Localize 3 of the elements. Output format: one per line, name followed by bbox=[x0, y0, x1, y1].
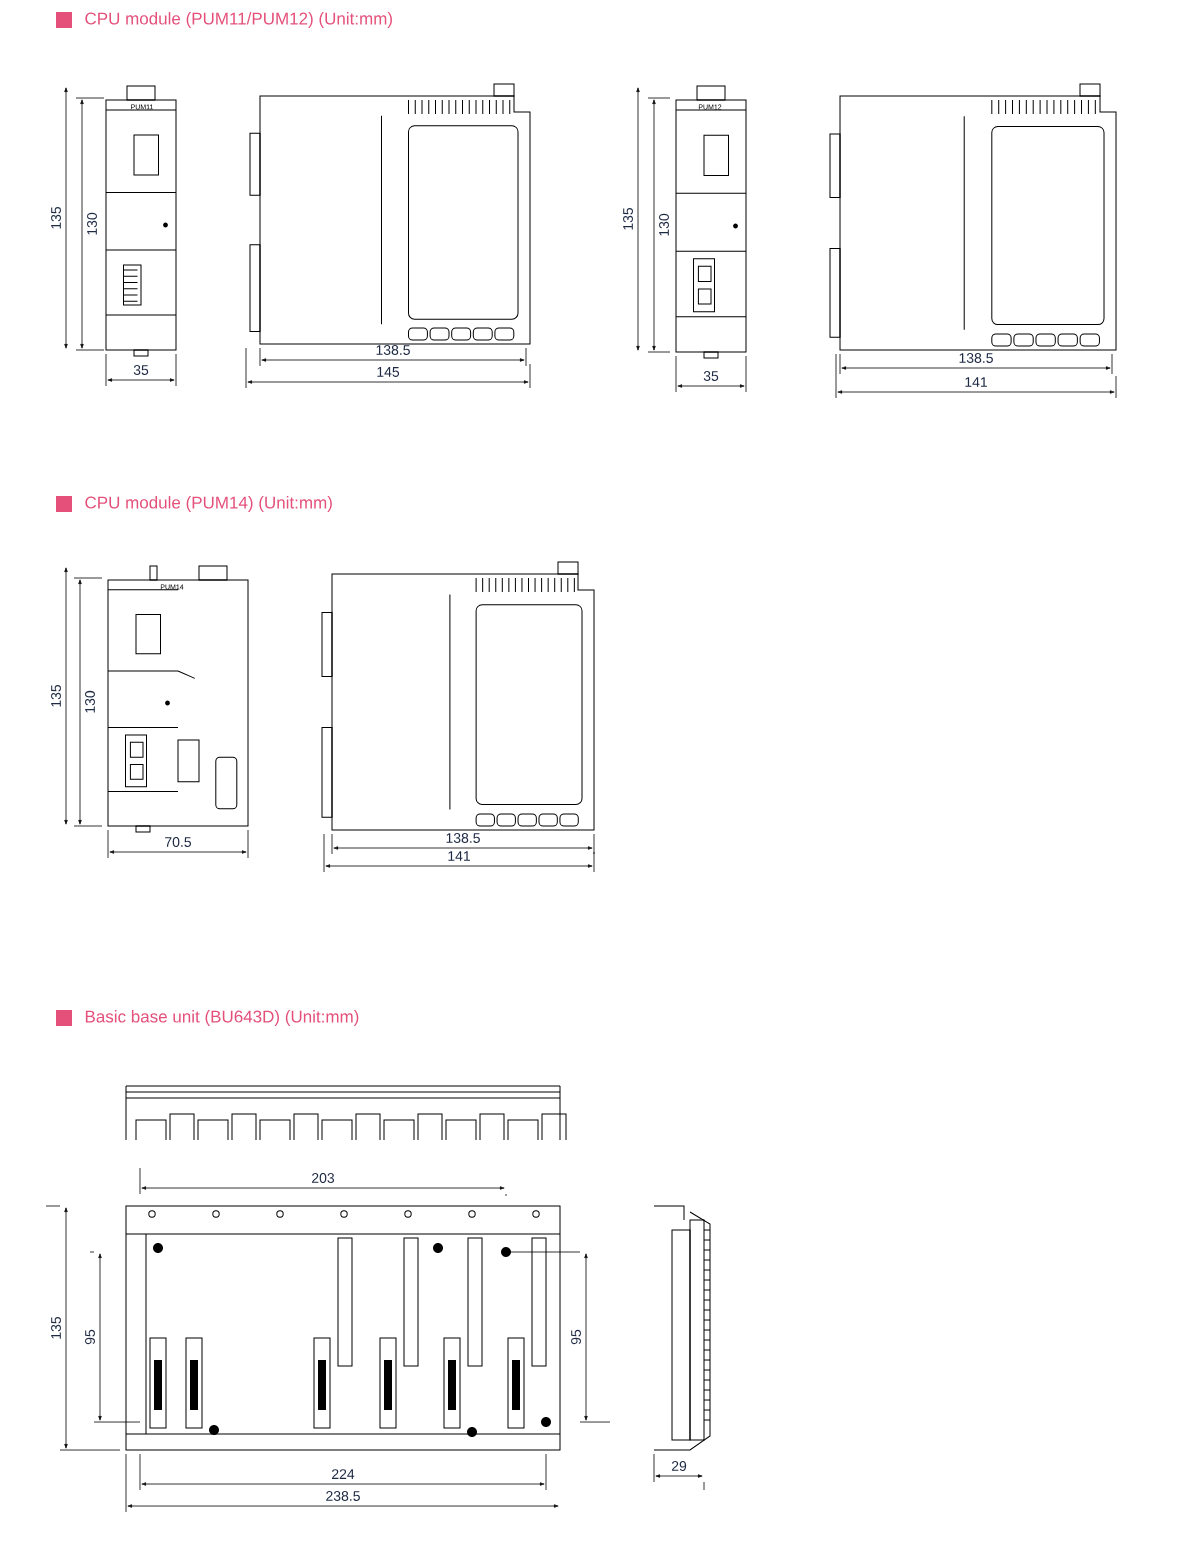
section-heading: CPU module (PUM11/PUM12) (Unit:mm) bbox=[85, 12, 392, 28]
section-heading: CPU module (PUM14) (Unit:mm) bbox=[85, 496, 332, 512]
section-heading: Basic base unit (BU643D) (Unit:mm) bbox=[85, 1010, 359, 1026]
